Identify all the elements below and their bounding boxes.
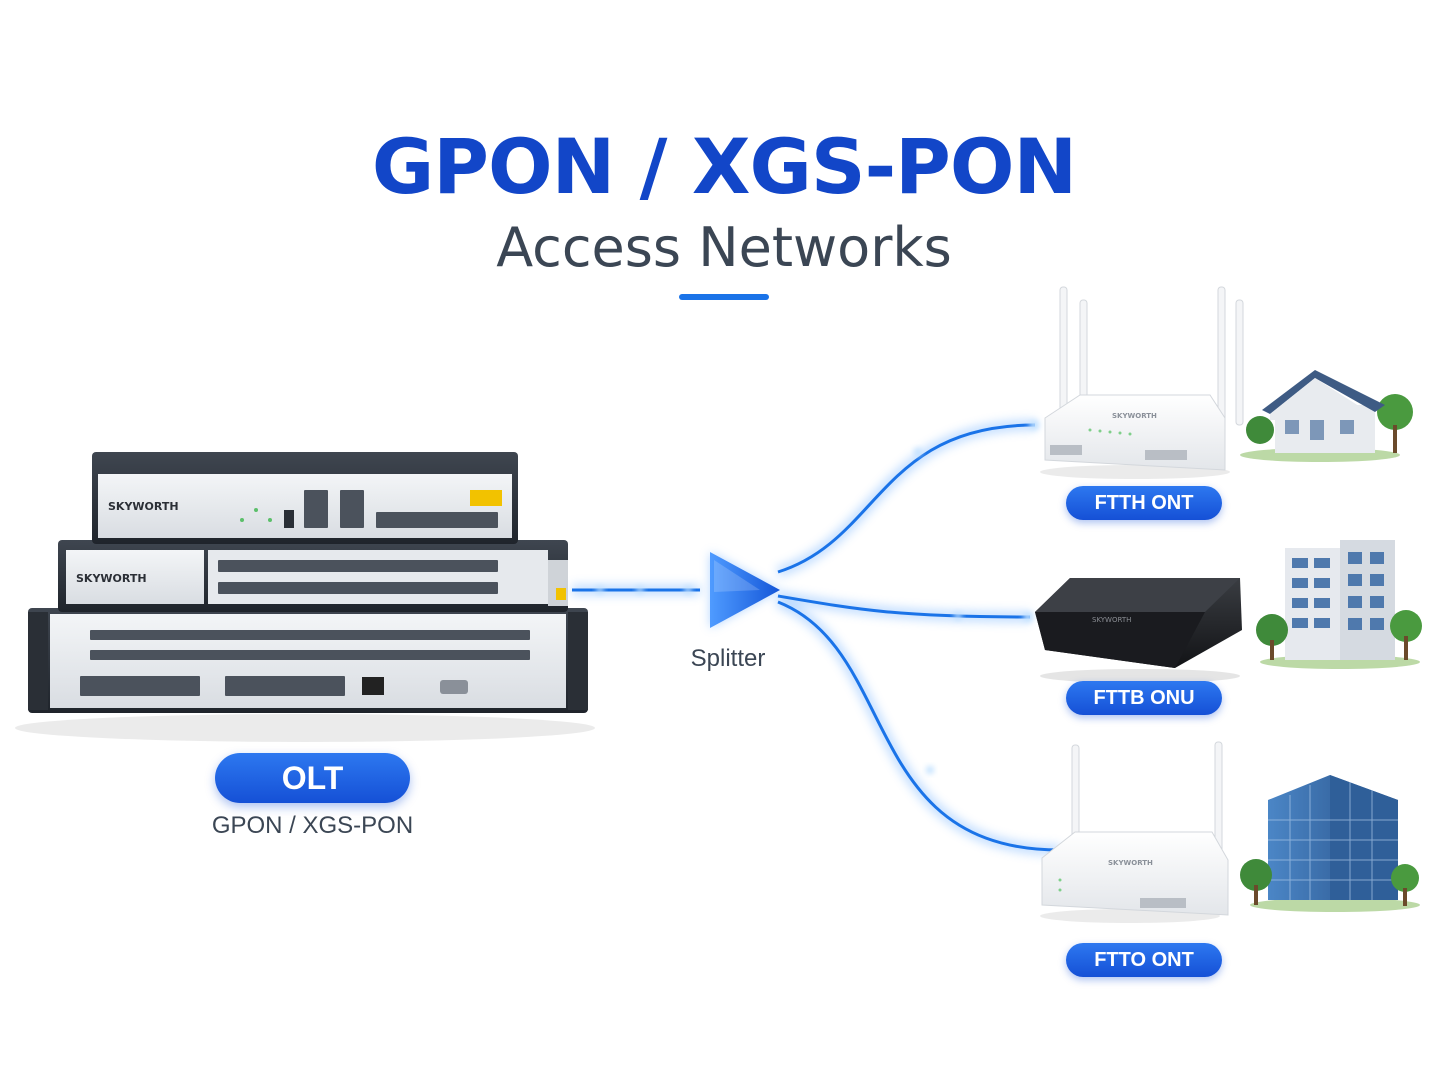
fttb-onu: SKYWORTH [1035, 578, 1242, 683]
olt-label: OLT [215, 753, 410, 803]
olt-brand-label-middle: SKYWORTH [76, 572, 147, 585]
ftth-router-brand: SKYWORTH [1112, 412, 1157, 420]
apartment-building-icon [1256, 540, 1422, 669]
olt-brand-label-top: SKYWORTH [108, 500, 179, 513]
office-building-icon [1240, 775, 1420, 912]
fttb-onu-brand: SKYWORTH [1092, 616, 1131, 624]
page-title: GPON / XGS-PON [371, 122, 1077, 211]
ftto-router: SKYWORTH [1040, 741, 1229, 923]
fttb-onu-label: FTTB ONU [1066, 681, 1222, 715]
house-icon [1240, 370, 1413, 462]
olt-chassis-bottom [28, 608, 588, 713]
title-underline [679, 294, 769, 300]
olt-device: SKYWORTH SKYWORTH [15, 452, 595, 742]
olt-chassis-top: SKYWORTH [92, 452, 518, 544]
fiber-to-ftto [777, 600, 1061, 852]
olt-shadow [15, 714, 595, 742]
ftto-router-brand: SKYWORTH [1108, 859, 1153, 867]
page-subtitle: Access Networks [496, 216, 952, 279]
fiber-to-fttb [777, 594, 1031, 619]
ftto-ont-label: FTTO ONT [1066, 943, 1222, 977]
ftth-router: SKYWORTH [1040, 286, 1244, 479]
ftth-ont-label: FTTH ONT [1066, 486, 1222, 520]
fiber-to-ftth [777, 423, 1036, 574]
fiber-links [572, 420, 1061, 855]
olt-sublabel: GPON / XGS-PON [211, 812, 414, 839]
splitter-label: Splitter [690, 645, 766, 672]
splitter-icon [710, 552, 780, 628]
olt-chassis-middle: SKYWORTH [58, 540, 568, 612]
